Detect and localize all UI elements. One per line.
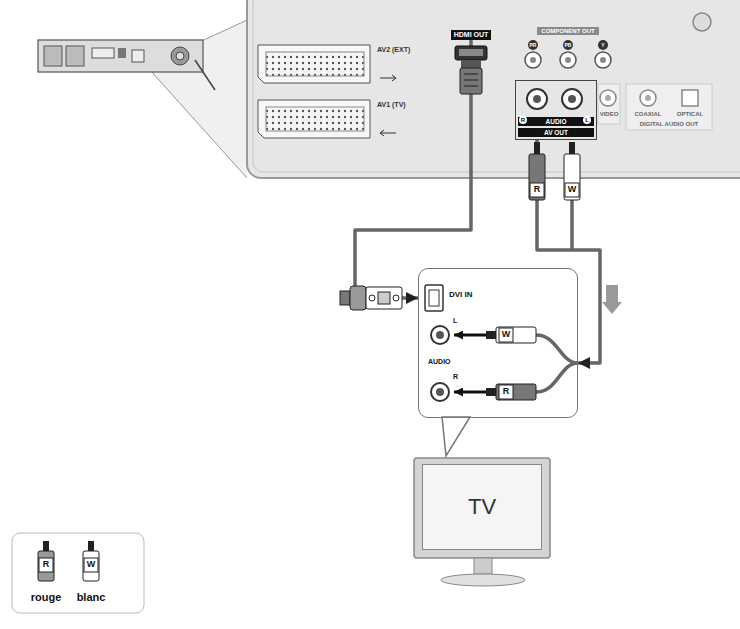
node-text: HDMI OUT xyxy=(454,31,489,39)
plug-letter: R xyxy=(534,185,541,195)
node-text: DVI IN xyxy=(449,291,473,300)
legend-text: rouge xyxy=(31,591,62,603)
jack-label: OPTICAL xyxy=(677,111,703,118)
plug-letter: R xyxy=(43,560,50,570)
port-label: HDMI OUT xyxy=(451,30,492,40)
dvi-plug xyxy=(340,286,402,310)
jack-label: Y xyxy=(598,40,608,50)
section-label: DIGITAL AUDIO OUT xyxy=(640,121,699,128)
jack-label: PR xyxy=(528,40,538,50)
channel-label: R xyxy=(519,116,527,124)
node-text: AUDIO xyxy=(428,358,451,366)
plug-letter: W xyxy=(568,185,577,195)
connector-label: AV1 (TV) xyxy=(377,101,411,109)
node-text: AV OUT xyxy=(518,128,594,137)
legend-box xyxy=(12,533,144,613)
plug-letter: W xyxy=(502,330,511,340)
tv-audio-plugs xyxy=(454,327,536,400)
connector-label: AV2 (EXT) xyxy=(377,46,411,54)
audio-output-panel: AUDIOAV OUT xyxy=(515,80,597,140)
cable xyxy=(355,40,471,298)
channel-label: L xyxy=(583,116,591,124)
legend-text: blanc xyxy=(77,591,106,603)
jack-label: VIDEO xyxy=(600,111,619,118)
tv-input-callout: DVI INLAUDIOR xyxy=(418,268,578,418)
television xyxy=(414,458,550,586)
jack-label: PB xyxy=(563,40,573,50)
plug-letter: R xyxy=(503,387,510,397)
node-text: TV xyxy=(468,495,496,519)
device-thumbnail xyxy=(38,20,247,178)
hdmi-port-and-plug xyxy=(455,46,487,94)
section-label: COMPONENT OUT xyxy=(537,27,598,35)
panel-audio-plugs xyxy=(529,142,580,250)
cable xyxy=(537,140,600,363)
tv-screen: TV xyxy=(422,464,542,550)
plug-letter: W xyxy=(87,560,96,570)
jack-label: COAXIAL xyxy=(635,111,662,118)
node-text: L xyxy=(453,317,457,325)
node-text: R xyxy=(453,373,458,381)
rear-panel xyxy=(247,0,740,178)
